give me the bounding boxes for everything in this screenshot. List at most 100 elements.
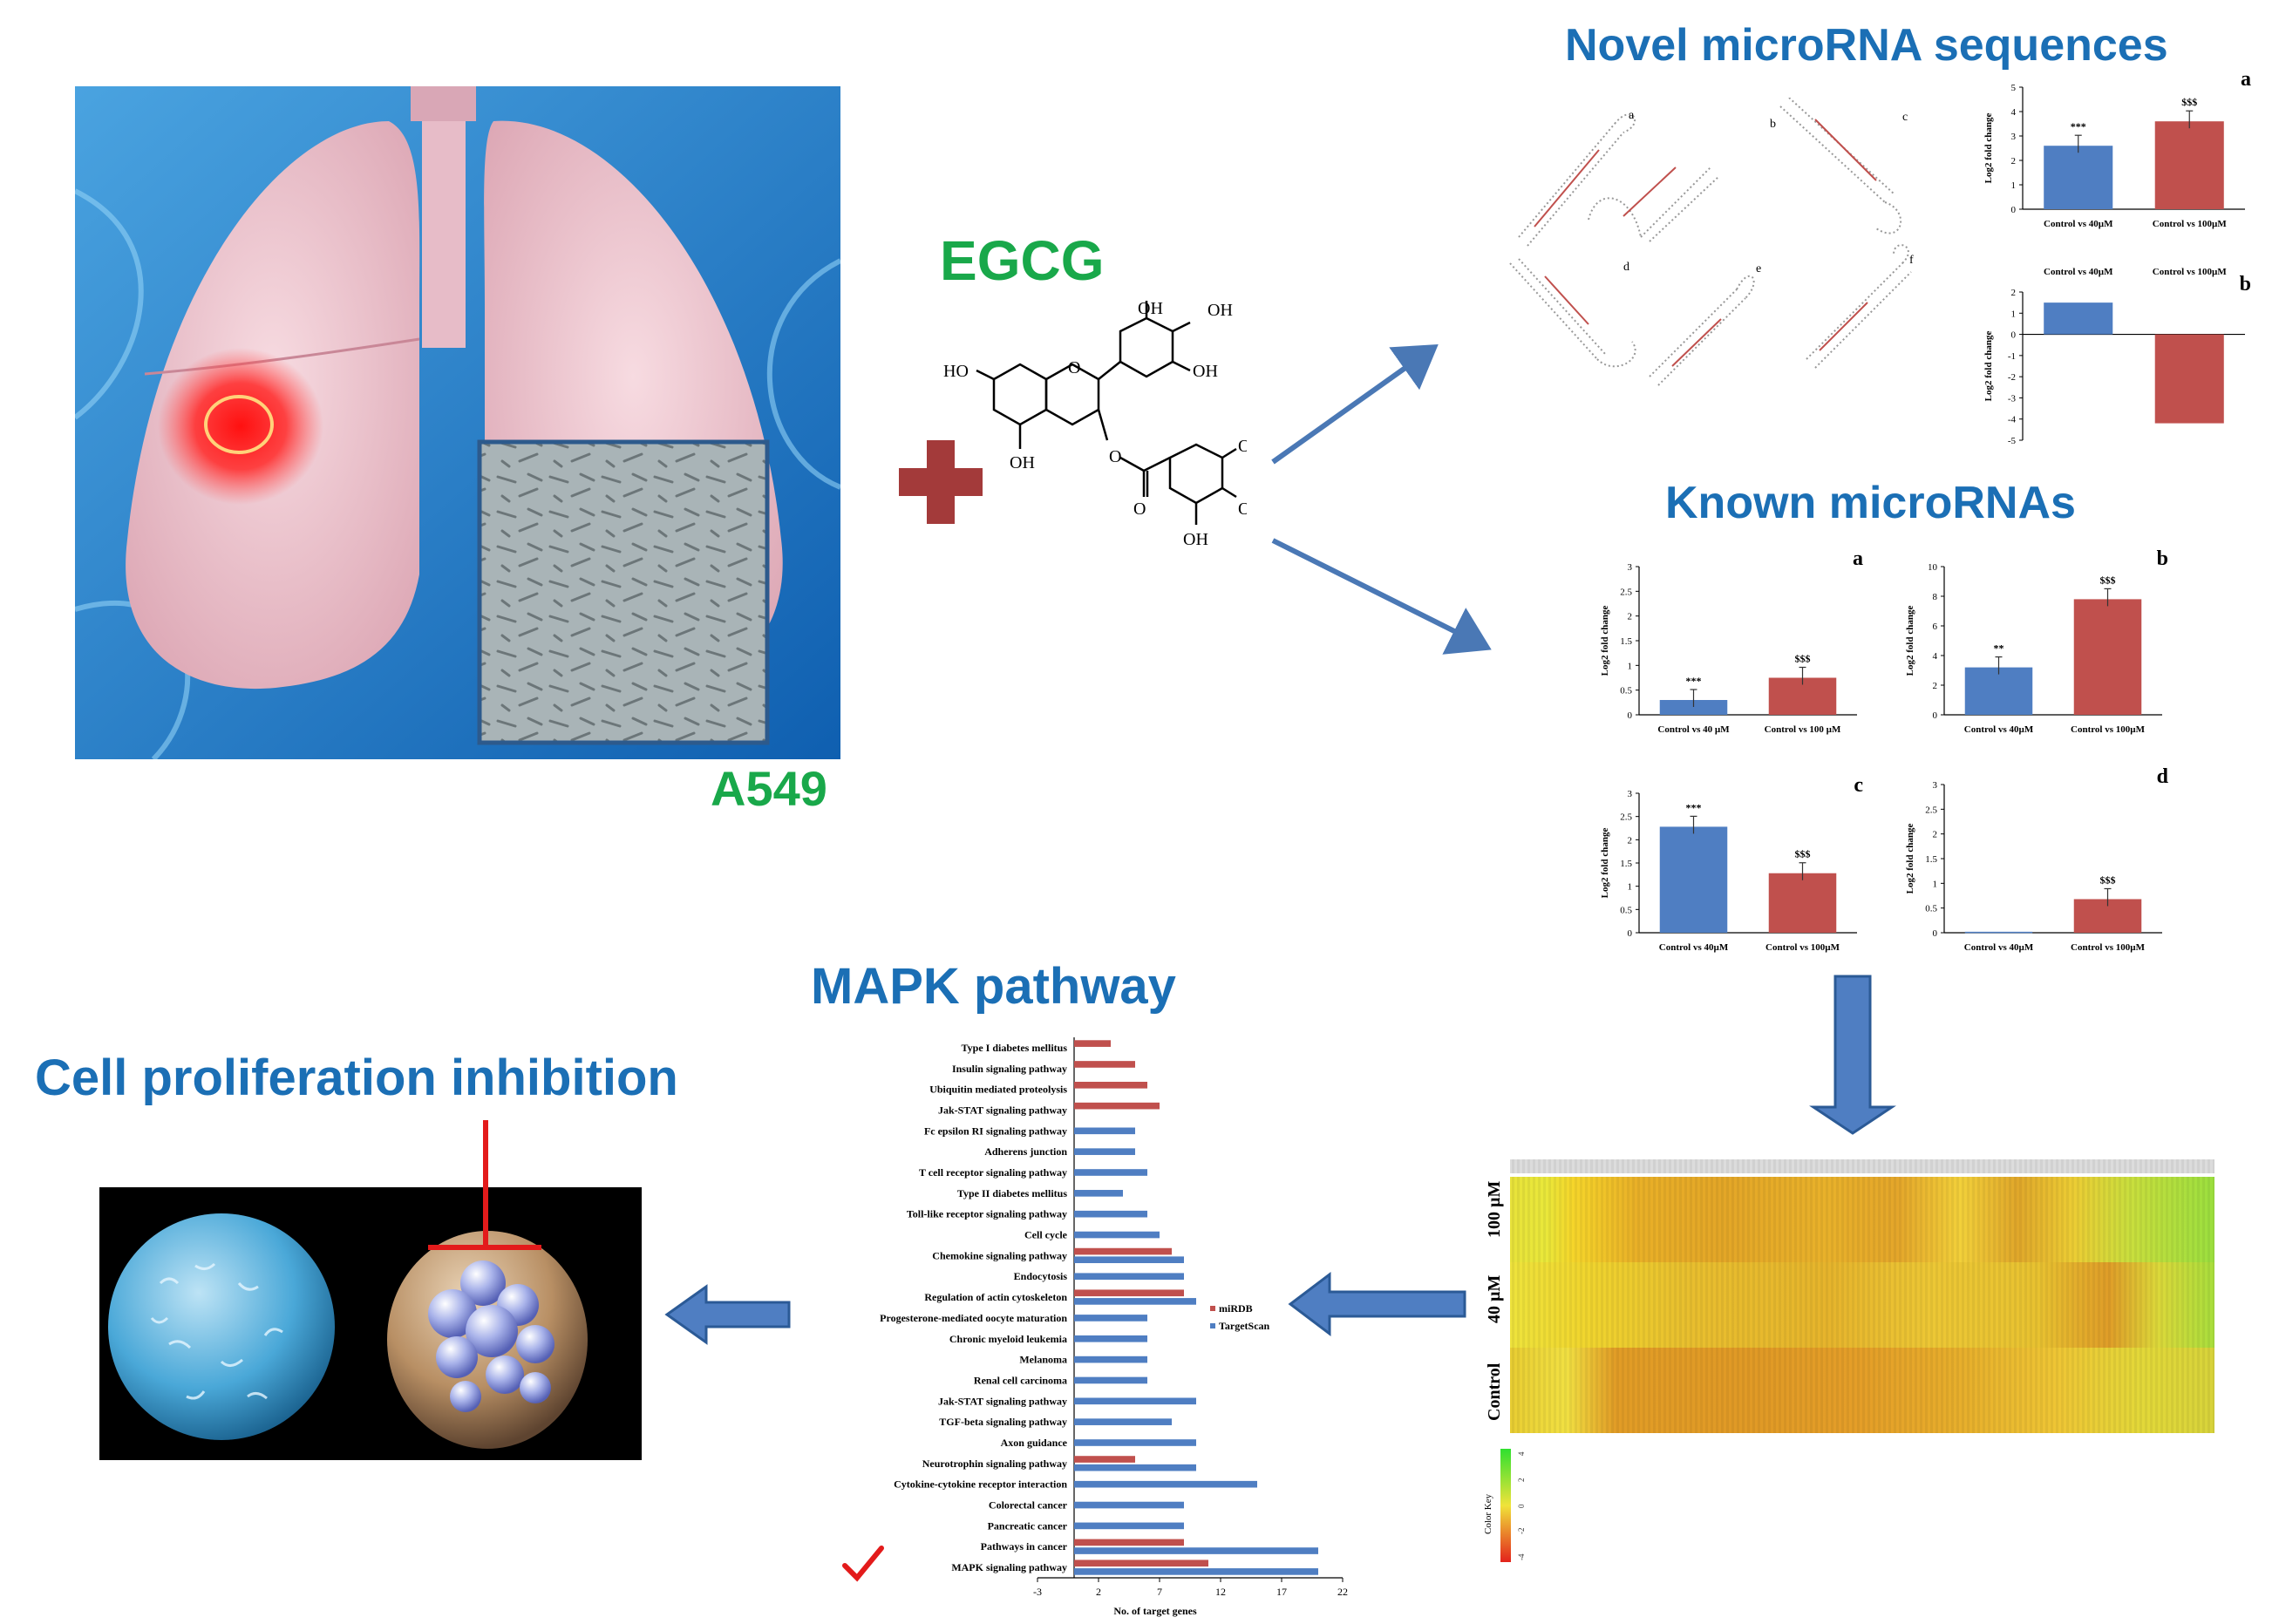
- legend-swatch: [1210, 1306, 1215, 1311]
- bar-targetscan: [1074, 1256, 1184, 1264]
- bar-mirdb: [1074, 1061, 1135, 1068]
- bar-targetscan: [1074, 1210, 1147, 1218]
- mapk-title: MAPK pathway: [811, 958, 1176, 1015]
- bar: [2044, 302, 2113, 335]
- bar-targetscan: [1074, 1547, 1318, 1554]
- bar-targetscan: [1074, 1480, 1257, 1488]
- category-label: Type I diabetes mellitus: [962, 1042, 1068, 1054]
- a549-label: A549: [711, 761, 827, 816]
- key-tick-1: -2: [1517, 1528, 1526, 1535]
- y-tick-label: 0: [2011, 330, 2017, 341]
- y-tick-label: -2: [2008, 372, 2016, 383]
- category-label: Control vs 100µM: [2153, 219, 2228, 229]
- y-tick-label: 1: [1933, 879, 1938, 889]
- category-label: Control vs 40µM: [2044, 219, 2113, 229]
- y-axis-title: Log2 fold change: [1983, 331, 1994, 402]
- category-label: Axon guidance: [1001, 1437, 1068, 1449]
- key-tick-2: 0: [1517, 1504, 1526, 1508]
- panel-letter: c: [1854, 774, 1863, 797]
- color-key-bar: [1500, 1449, 1511, 1562]
- bar-targetscan: [1074, 1376, 1147, 1384]
- category-label: Control vs 40µM: [1964, 942, 2034, 953]
- bar: [2154, 121, 2224, 209]
- significance-label: $$$: [2100, 574, 2116, 586]
- structure-e: e: [1756, 262, 1761, 275]
- significance-label: $$$: [2100, 873, 2116, 886]
- arrow-down-to-heatmap: [1809, 975, 1896, 1135]
- y-axis-title: Log2 fold change: [1600, 828, 1610, 899]
- panel-letter: a: [2241, 68, 2251, 91]
- x-tick-label: 22: [1337, 1586, 1348, 1598]
- arrow-to-known: [1271, 538, 1492, 655]
- category-label: Endocytosis: [1014, 1270, 1068, 1282]
- category-label: Control vs 40µM: [1659, 942, 1729, 953]
- plus-icon: [899, 440, 983, 524]
- y-tick-label: 1: [2011, 180, 2017, 191]
- category-label: Toll-like receptor signaling pathway: [907, 1208, 1067, 1220]
- bar-targetscan: [1074, 1169, 1147, 1176]
- y-tick-label: 0: [1933, 928, 1938, 939]
- novel-title: Novel microRNA sequences: [1565, 20, 2168, 71]
- y-tick-label: 1: [2011, 309, 2017, 319]
- category-label: Fc epsilon RI signaling pathway: [924, 1125, 1067, 1137]
- bar: [2044, 146, 2113, 209]
- category-label: T cell receptor signaling pathway: [919, 1166, 1067, 1179]
- y-tick-label: 10: [1928, 562, 1938, 573]
- structure-f: f: [1909, 254, 1914, 267]
- category-label: Control vs 40 µM: [1657, 724, 1730, 735]
- y-tick-label: 3: [1628, 562, 1633, 573]
- category-label: Colorectal cancer: [989, 1499, 1068, 1512]
- checkmark-icon: [841, 1545, 885, 1583]
- y-tick-label: 2.5: [1620, 587, 1632, 597]
- ring-o: O: [1068, 358, 1080, 377]
- y-tick-label: 5: [2011, 83, 2017, 93]
- legend-swatch: [1210, 1323, 1215, 1328]
- panel-letter: b: [2240, 273, 2251, 296]
- arrow-to-novel: [1271, 344, 1439, 465]
- category-label: MAPK signaling pathway: [951, 1561, 1067, 1573]
- oh-7: OH: [1183, 530, 1208, 549]
- y-tick-label: -3: [2008, 393, 2017, 404]
- y-tick-label: 2: [1933, 830, 1938, 840]
- row-label-100: 100 µM: [1485, 1180, 1504, 1238]
- structure-c: c: [1902, 111, 1908, 124]
- category-label: Cytokine-cytokine receptor interaction: [894, 1478, 1067, 1491]
- oh-1: OH: [1208, 301, 1233, 320]
- category-label: Control vs 100 µM: [1765, 724, 1841, 735]
- bar-targetscan: [1074, 1356, 1147, 1363]
- y-tick-label: -5: [2008, 436, 2017, 446]
- y-tick-label: 0.5: [1620, 905, 1632, 915]
- y-tick-label: 3: [1628, 789, 1633, 799]
- known-title: Known microRNAs: [1665, 478, 2076, 528]
- oh-3: OH: [1193, 362, 1218, 381]
- panel-letter: a: [1853, 547, 1863, 570]
- structure-b: b: [1770, 118, 1776, 131]
- y-tick-label: 2: [2011, 288, 2017, 298]
- arrow-left-to-cells: [664, 1284, 791, 1345]
- category-label: Chronic myeloid leukemia: [949, 1333, 1067, 1345]
- y-axis-title: Log2 fold change: [1905, 606, 1915, 676]
- structure-a: a: [1629, 109, 1635, 122]
- category-label: Chemokine signaling pathway: [932, 1249, 1067, 1261]
- y-tick-label: 2.5: [1620, 812, 1632, 823]
- row-label-40: 40 µM: [1485, 1274, 1504, 1323]
- heatmap: 100 µM 40 µM Control Color Key -4 -2 0 2…: [1465, 1133, 2232, 1587]
- category-label: Pathways in cancer: [981, 1540, 1068, 1553]
- y-tick-label: 6: [1933, 622, 1938, 632]
- key-tick-3: 2: [1517, 1478, 1526, 1483]
- y-axis-title: Log2 fold change: [1600, 606, 1610, 676]
- rna-structures: a b c d e f: [1493, 97, 1920, 403]
- y-tick-label: 1.5: [1620, 859, 1632, 869]
- bar: [1659, 826, 1728, 933]
- y-tick-label: 2: [1933, 681, 1938, 691]
- category-label: Jak-STAT signaling pathway: [938, 1104, 1067, 1116]
- structure-d: d: [1623, 261, 1629, 274]
- legend-label: TargetScan: [1219, 1320, 1270, 1332]
- y-axis-title: Log2 fold change: [1905, 824, 1915, 894]
